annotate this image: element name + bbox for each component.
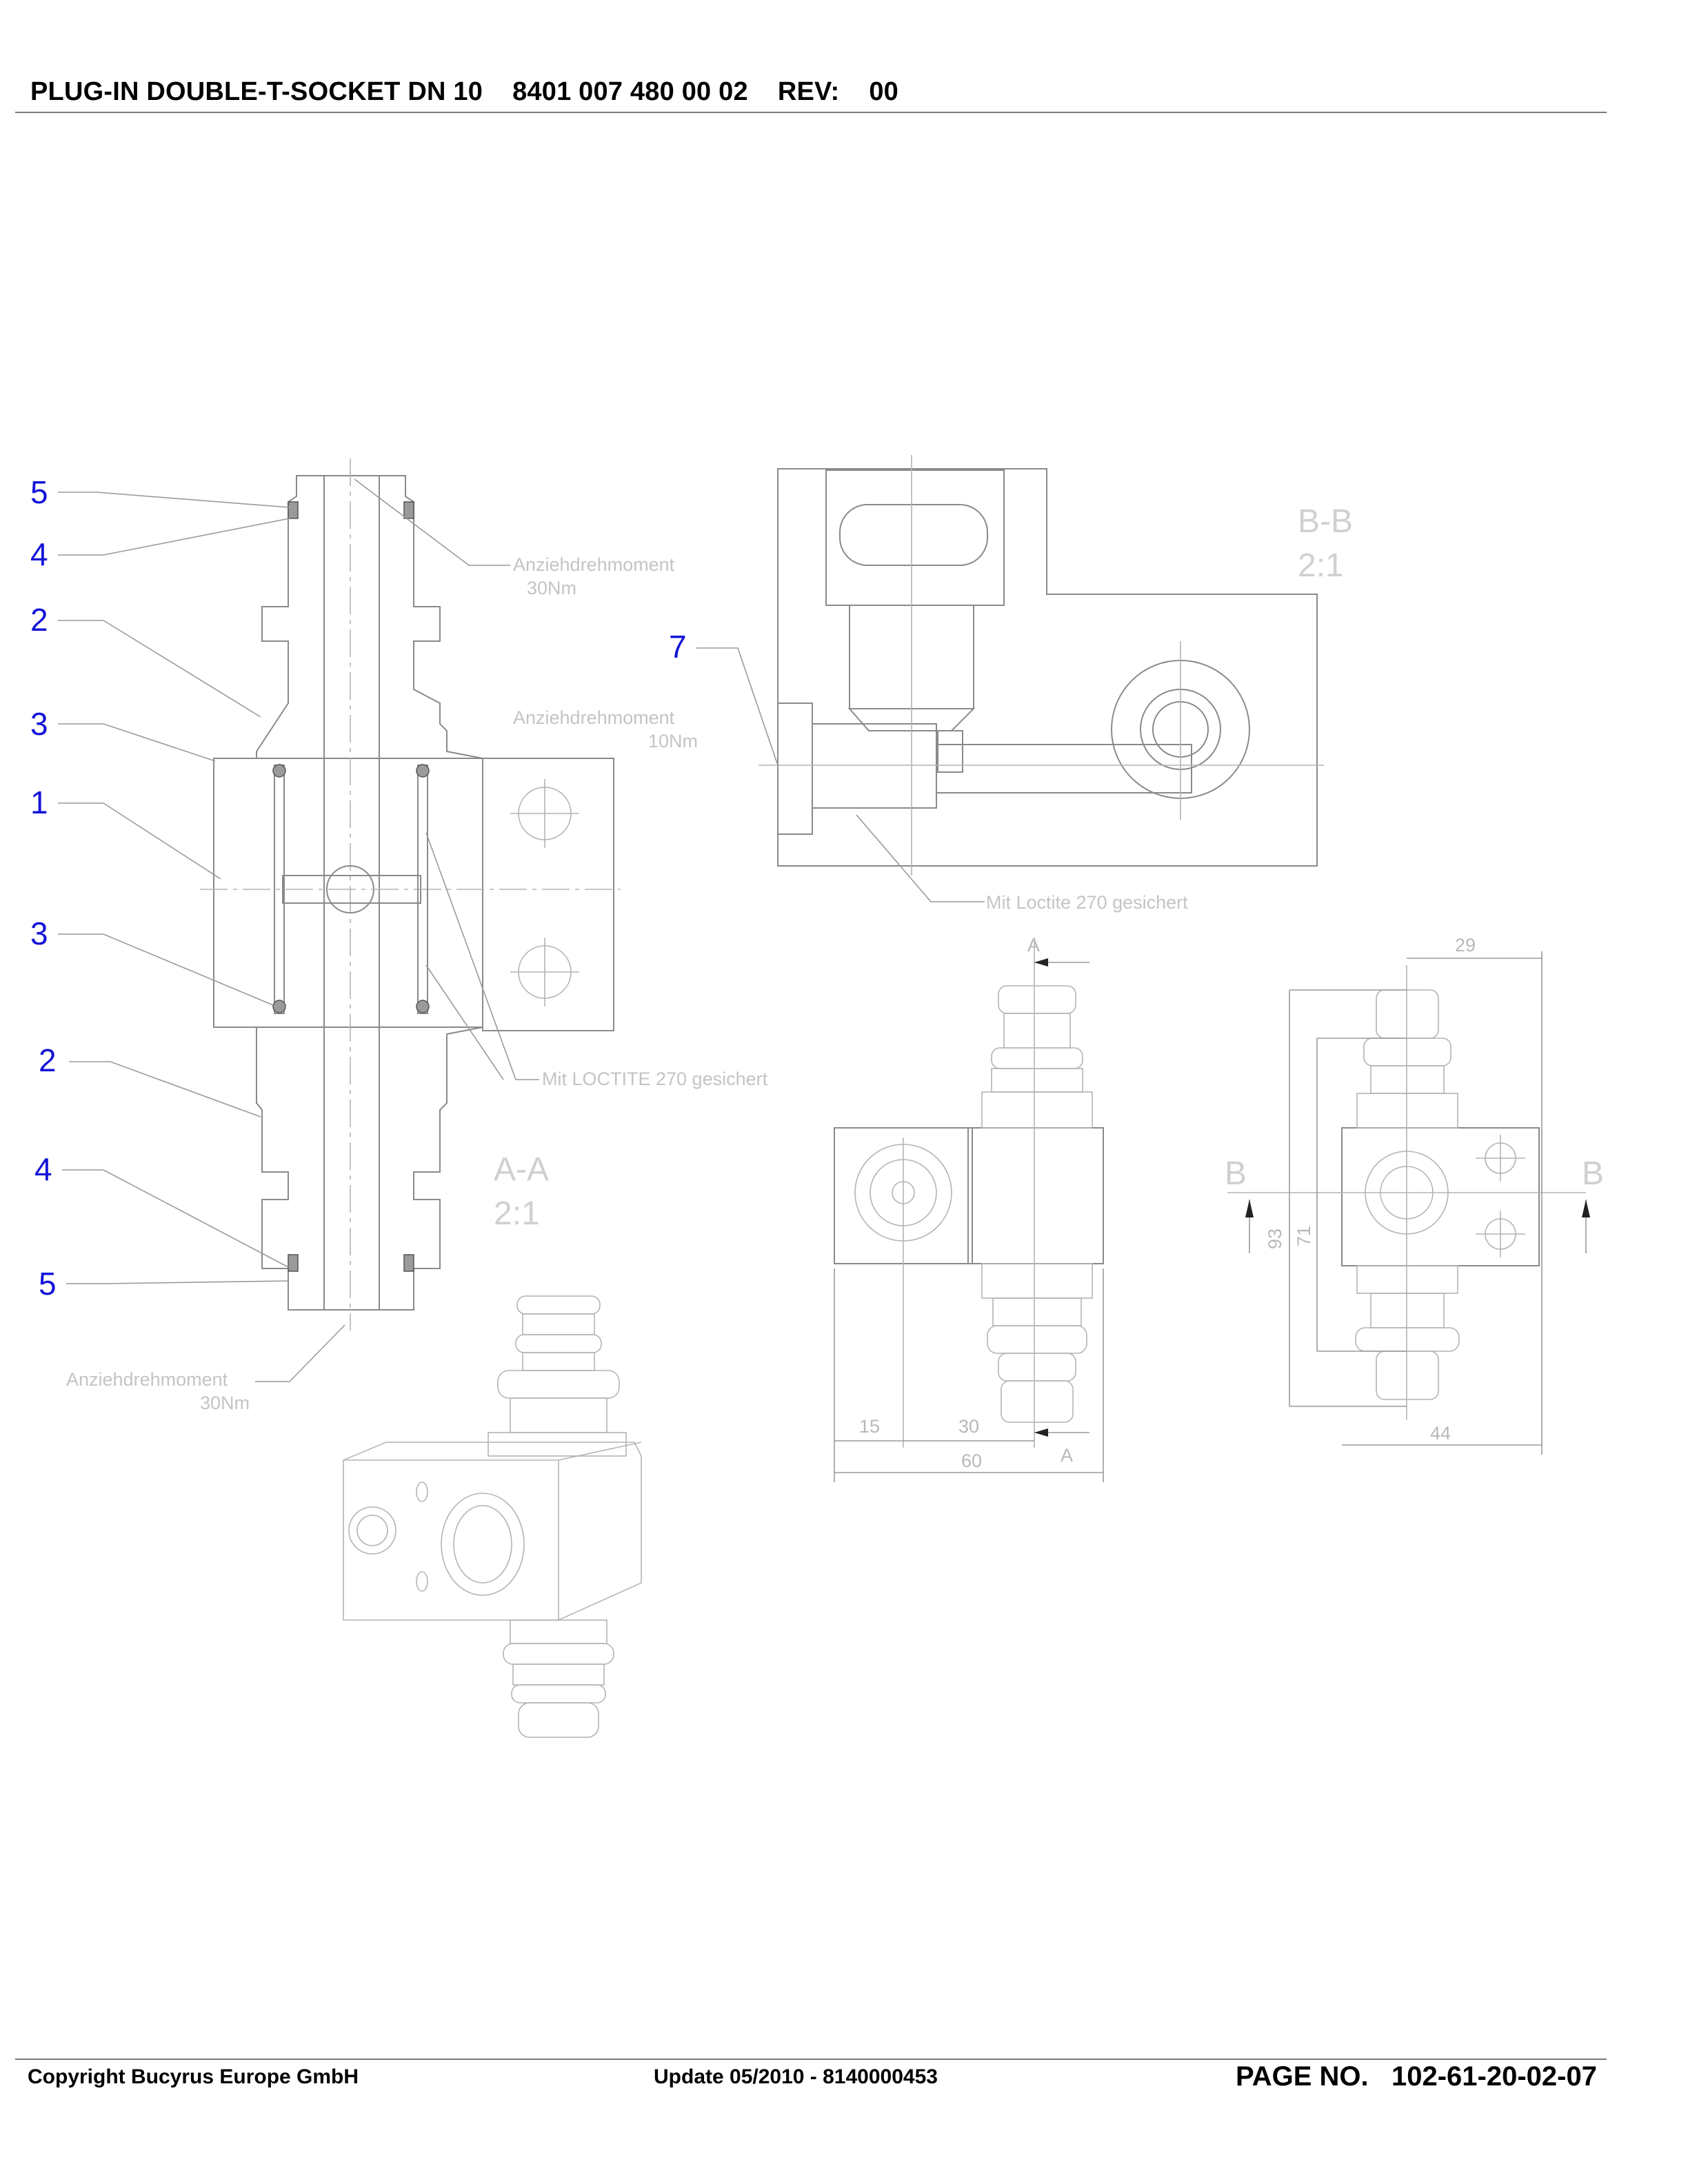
callout-group-left: 5 4 2 3 1 3 2 4 5 [30, 474, 290, 1302]
footer-rule [15, 2059, 1607, 2060]
callout-3-bottom: 3 [30, 916, 48, 951]
dim-60: 60 [961, 1450, 982, 1471]
note-torque-mid-line1: Anziehdrehmoment [513, 707, 675, 728]
dim-15: 15 [859, 1416, 880, 1437]
dim-93: 93 [1265, 1228, 1285, 1249]
note-torque-top-line2: 30Nm [527, 578, 576, 598]
cut-a-top: A [1027, 935, 1040, 956]
note-loctite-b-b: Mit Loctite 270 gesichert [986, 892, 1188, 913]
side-view [1227, 965, 1586, 1420]
callout-5-top: 5 [30, 474, 48, 510]
callout-4-top: 4 [30, 536, 48, 572]
view-scale-b-b: 2:1 [1298, 547, 1344, 584]
callout-1: 1 [30, 785, 48, 820]
page-number-label: PAGE NO. [1236, 2061, 1369, 2092]
dim-44: 44 [1430, 1423, 1451, 1444]
view-label-b-b: B-B [1298, 503, 1353, 540]
callout-7: 7 [669, 629, 687, 665]
callout-2-top: 2 [30, 602, 48, 638]
cut-a-bottom: A [1061, 1445, 1073, 1466]
front-view [834, 938, 1104, 1448]
page-number: 102-61-20-02-07 [1391, 2061, 1597, 2092]
section-a-a-view [200, 458, 621, 1331]
callout-4-bottom: 4 [34, 1151, 52, 1187]
side-view-dimensions: 29 44 93 71 B B [1225, 935, 1604, 1455]
section-b-b-view [758, 455, 1324, 876]
header-rule [15, 112, 1607, 113]
note-torque-mid-line2: 10Nm [648, 731, 698, 751]
note-torque-bottom-line2: 30Nm [200, 1393, 250, 1413]
isometric-view [343, 1295, 642, 1738]
notes-section-a-a: Anziehdrehmoment 30Nm Anziehdrehmoment 1… [66, 478, 768, 1413]
note-loctite-section: Mit LOCTITE 270 gesichert [542, 1069, 768, 1089]
front-view-dimensions: A A 15 30 60 [834, 935, 1104, 1482]
note-torque-bottom-line1: Anziehdrehmoment [66, 1369, 228, 1390]
callout-5-bottom: 5 [39, 1266, 57, 1302]
cut-b-right: B [1582, 1155, 1604, 1192]
copyright-text: Copyright Bucyrus Europe GmbH [28, 2065, 359, 2088]
note-torque-top-line1: Anziehdrehmoment [513, 554, 675, 575]
dim-71: 71 [1294, 1226, 1314, 1246]
notes-section-b-b: 7 B-B 2:1 Mit Loctite 270 gesichert [669, 503, 1353, 913]
document-title: PLUG-IN DOUBLE-T-SOCKET DN 10 8401 007 4… [30, 77, 899, 106]
view-scale-a-a: 2:1 [494, 1195, 540, 1232]
dim-29: 29 [1455, 935, 1476, 956]
view-label-a-a: A-A [494, 1151, 549, 1188]
callout-2-bottom: 2 [39, 1042, 57, 1078]
update-text: Update 05/2010 - 8140000453 [654, 2065, 938, 2088]
callout-3-top: 3 [30, 706, 48, 742]
cut-b-left: B [1225, 1155, 1247, 1192]
dim-30: 30 [958, 1416, 979, 1437]
